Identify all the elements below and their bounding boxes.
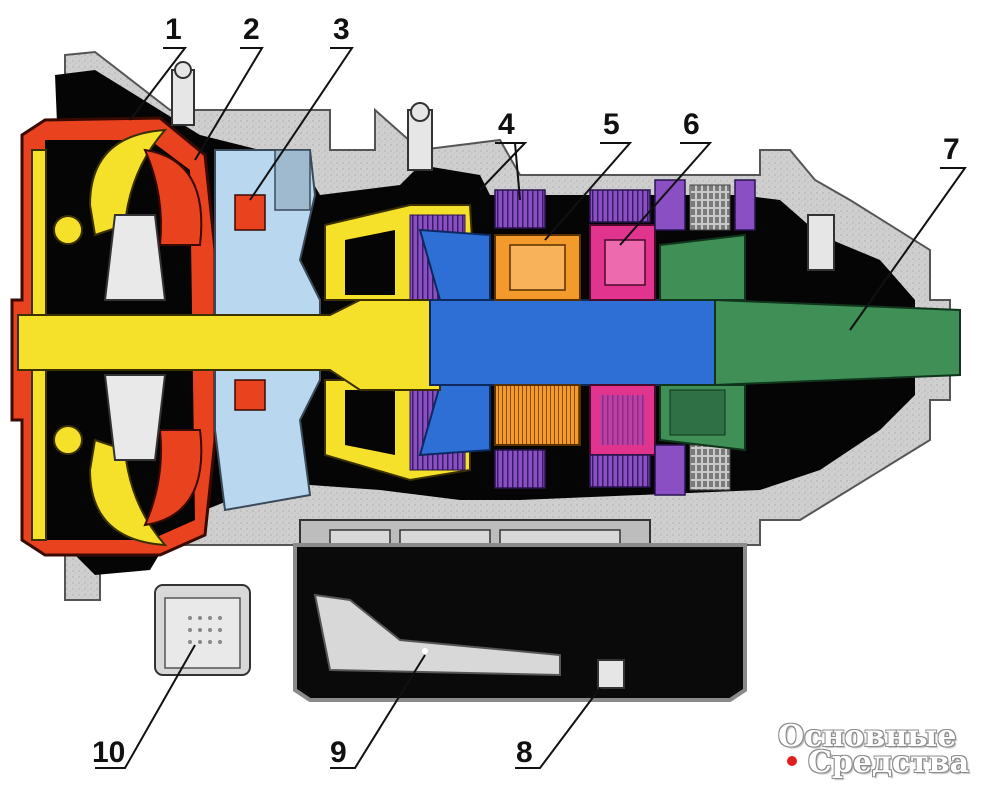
callout-1: 1: [165, 13, 182, 46]
leader-lines: [95, 47, 967, 769]
output-carrier: [659, 233, 746, 301]
watermark-line1: Основные: [778, 719, 957, 754]
callout-9: 9: [330, 736, 347, 769]
callout-4: 4: [498, 108, 515, 141]
stator-lower: [103, 374, 167, 461]
callout-5: 5: [603, 108, 620, 141]
stator-upper: [103, 214, 167, 301]
callout-7: 7: [943, 133, 960, 166]
turbine-upper: [88, 128, 168, 237]
output-shaft: [714, 298, 961, 387]
watermark-line2: Средства: [808, 745, 970, 780]
callout-6: 6: [683, 108, 700, 141]
watermark-dot: [787, 756, 797, 766]
intermediate-shaft: [429, 299, 731, 386]
impeller-lower: [143, 429, 203, 527]
callout-2: 2: [243, 13, 260, 46]
planetary-set-1-lower: [494, 384, 581, 446]
impeller-upper: [143, 148, 203, 246]
clutch-pack-4b: [494, 449, 546, 489]
input-shaft: [17, 299, 441, 391]
callout-10: 10: [92, 736, 126, 769]
drain-plug: [597, 659, 625, 689]
turbine-lower: [88, 438, 168, 547]
callout-8: 8: [516, 736, 533, 769]
callout-3: 3: [333, 13, 350, 46]
